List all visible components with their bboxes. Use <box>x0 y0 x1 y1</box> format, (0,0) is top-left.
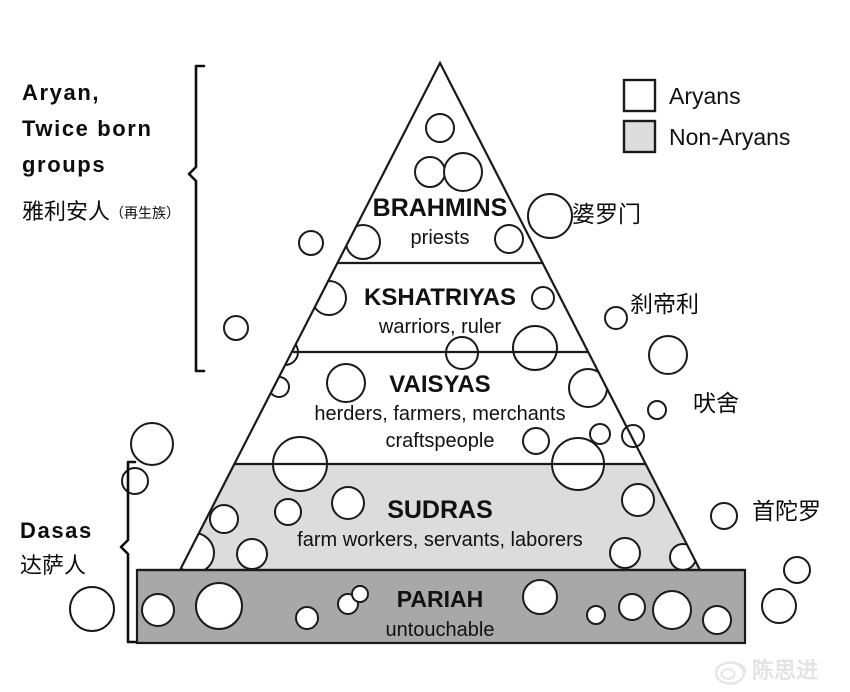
person-dot <box>522 579 558 615</box>
person-dot <box>494 224 524 254</box>
person-dot <box>621 483 655 517</box>
legend-swatch-aryans <box>622 78 657 113</box>
person-dot <box>69 586 115 632</box>
right-label-sudras: 首陀罗 <box>752 499 821 525</box>
person-dot <box>121 467 149 495</box>
person-dot <box>586 605 606 625</box>
pariah-band-outline <box>135 568 747 645</box>
tier-labels: BRAHMINS priests KSHATRIYAS warriors, ru… <box>297 194 583 641</box>
person-dot <box>298 230 324 256</box>
person-dot <box>130 422 174 466</box>
tier-subtitle-vaisyas-1: herders, farmers, merchants <box>314 403 565 425</box>
aryan-label-line-2: Twice born <box>22 116 153 141</box>
watermark: 陈思进 <box>714 658 818 685</box>
tier-title-brahmins: BRAHMINS <box>373 194 508 222</box>
person-dot <box>710 502 738 530</box>
person-dot <box>604 306 628 330</box>
person-dot <box>512 325 558 371</box>
person-dot <box>652 590 692 630</box>
person-dot <box>202 400 242 440</box>
dasas-label-en: Dasas <box>20 518 93 543</box>
aryan-label-line-3: groups <box>22 152 106 177</box>
person-dot <box>236 538 268 570</box>
person-dot <box>568 368 608 408</box>
person-dot <box>274 498 302 526</box>
aryan-label-zh: 雅利安人（再生族） <box>22 200 180 225</box>
tier-title-sudras: SUDRAS <box>387 496 493 524</box>
person-dot <box>783 556 811 584</box>
person-dot <box>326 363 366 403</box>
person-dot <box>331 486 365 520</box>
right-label-vaisyas: 吠舍 <box>693 391 739 417</box>
person-dot <box>311 280 347 316</box>
person-dot <box>589 423 611 445</box>
person-dot <box>141 593 175 627</box>
person-dot <box>531 286 555 310</box>
person-dot <box>618 593 646 621</box>
person-dot <box>268 376 290 398</box>
legend-swatch-non-aryans <box>622 119 657 154</box>
person-dot <box>647 400 667 420</box>
tier-fill-kshatriyas <box>293 263 588 352</box>
person-dot <box>443 152 483 192</box>
tier-subtitle-pariah: untouchable <box>386 619 495 641</box>
left-braces <box>119 64 206 644</box>
person-dot <box>527 193 573 239</box>
aryan-label-line-1: Aryan, <box>22 80 100 105</box>
brace-dasas <box>119 460 137 644</box>
person-dot <box>414 156 446 188</box>
person-dot <box>522 427 550 455</box>
legend-label-aryans: Aryans <box>669 83 741 109</box>
right-label-kshatriyas: 刹帝利 <box>630 292 699 318</box>
watermark-label: 陈思进 <box>752 658 818 684</box>
person-dot <box>345 224 381 260</box>
left-label-aryan: Aryan, Twice born groups 雅利安人（再生族） <box>22 80 180 225</box>
tier-title-pariah: PARIAH <box>397 586 483 612</box>
tier-subtitle-kshatriyas: warriors, ruler <box>378 316 502 338</box>
legend: Aryans Non-Aryans <box>622 78 790 154</box>
person-dot <box>295 606 319 630</box>
legend-label-non-aryans: Non-Aryans <box>669 124 790 150</box>
person-dot <box>209 504 239 534</box>
person-dot <box>648 335 688 375</box>
person-dot <box>223 315 249 341</box>
person-dot <box>351 585 369 603</box>
person-dot <box>621 424 645 448</box>
person-dot <box>195 582 243 630</box>
tier-title-vaisyas: VAISYAS <box>389 371 490 398</box>
tier-subtitle-vaisyas-2: craftspeople <box>386 430 495 452</box>
tier-subtitle-sudras: farm workers, servants, laborers <box>297 529 583 551</box>
tier-title-kshatriyas: KSHATRIYAS <box>364 284 516 311</box>
person-dot <box>425 113 455 143</box>
dasas-label-zh: 达萨人 <box>20 554 86 579</box>
left-label-dasas: Dasas 达萨人 <box>20 518 93 579</box>
person-dot <box>761 588 797 624</box>
pyramid-outline <box>135 60 747 645</box>
tier-fill-sudras <box>180 464 700 570</box>
brace-aryan <box>187 64 206 373</box>
right-label-brahmins: 婆罗门 <box>572 202 641 228</box>
people-dots-pariah <box>141 579 732 635</box>
person-dot <box>702 605 732 635</box>
person-dot <box>670 496 696 522</box>
person-dot <box>180 532 215 570</box>
tier-subtitle-brahmins: priests <box>411 227 470 249</box>
right-labels: 婆罗门 刹帝利 吠舍 首陀罗 <box>572 202 821 525</box>
weibo-icon <box>714 661 747 685</box>
person-dot <box>609 537 641 569</box>
